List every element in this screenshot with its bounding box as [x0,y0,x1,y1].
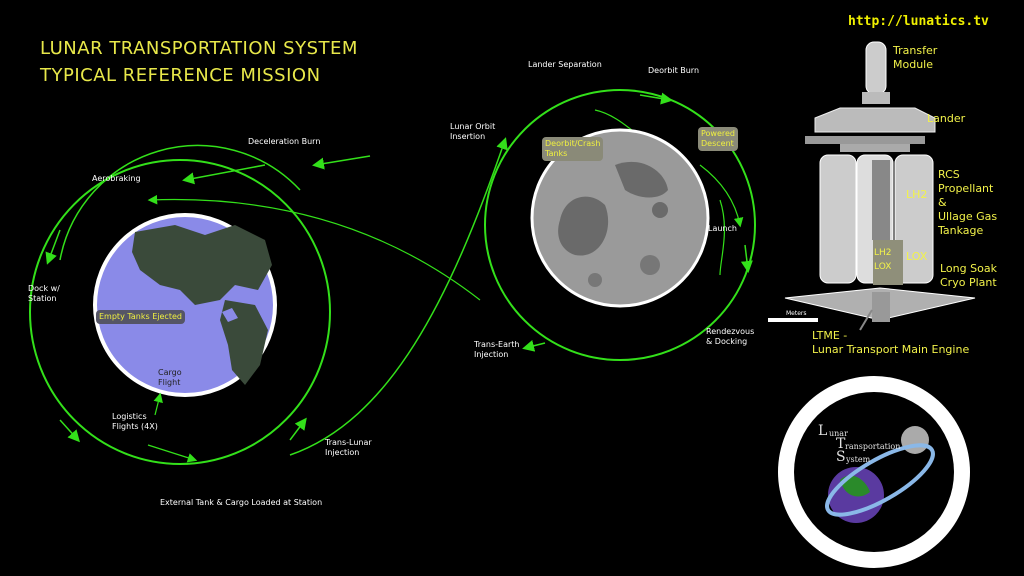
label-trans-earth: Trans-Earth Injection [474,340,520,359]
title-line-2: TYPICAL REFERENCE MISSION [40,65,321,86]
moon-orbit [484,89,756,361]
label-external-tank: External Tank & Cargo Loaded at Station [160,498,323,507]
trans-lunar-trajectory [289,137,508,456]
logo-letter-t: T [836,436,846,452]
label-deorbit-burn: Deorbit Burn [648,66,700,75]
aerobrake-path [59,144,301,261]
vehicle-stack [768,41,976,331]
label-dock-station: Dock w/ Station [28,284,60,303]
label-lox-small: LOX [874,262,892,272]
logo-letter-l: L [818,423,828,439]
label-deorbit-crash: Deorbit/Crash Tanks [542,137,604,161]
label-powered-descent: Powered Descent [698,127,739,151]
label-deceleration-burn: Deceleration Burn [248,137,321,146]
label-launch: Launch [708,224,737,233]
logo-word-ransportation: ransportation [845,442,901,451]
earth [93,213,277,397]
label-empty-tanks: Empty Tanks Ejected [96,310,185,324]
label-lander-separation: Lander Separation [528,60,602,69]
logo-word-ystem: ystem [846,455,871,464]
logo-letter-s: S [836,449,846,465]
label-lox-main: LOX [906,250,928,263]
lts-logo [778,376,970,568]
label-lander: Lander [927,112,966,125]
trans-earth-trajectory [147,194,481,301]
label-trans-lunar: Trans-Lunar Injection [325,438,372,457]
site-url[interactable]: http://lunatics.tv [848,14,989,29]
title-line-1: LUNAR TRANSPORTATION SYSTEM [40,38,358,59]
label-rcs: RCS Propellant & Ullage Gas Tankage [938,168,998,237]
label-long-soak: Long Soak Cryo Plant [940,262,997,289]
label-transfer-module: Transfer Module [893,44,938,71]
logo-word-unar: unar [829,429,848,438]
label-lunar-orbit-insertion: Lunar Orbit Insertion [450,122,496,141]
label-logistics: Logistics Flights (4X) [112,412,158,431]
label-ltme: LTME - Lunar Transport Main Engine [812,329,970,356]
label-rendezvous: Rendezvous & Docking [706,327,755,346]
label-lh2-small: LH2 [874,248,892,258]
earth-orbit [29,159,331,465]
moon [530,128,710,308]
label-meters: Meters [786,310,807,317]
label-aerobraking: Aerobraking [92,174,141,183]
label-lh2-main: LH2 [906,188,928,201]
label-cargo-flight: Cargo Flight [158,368,182,387]
